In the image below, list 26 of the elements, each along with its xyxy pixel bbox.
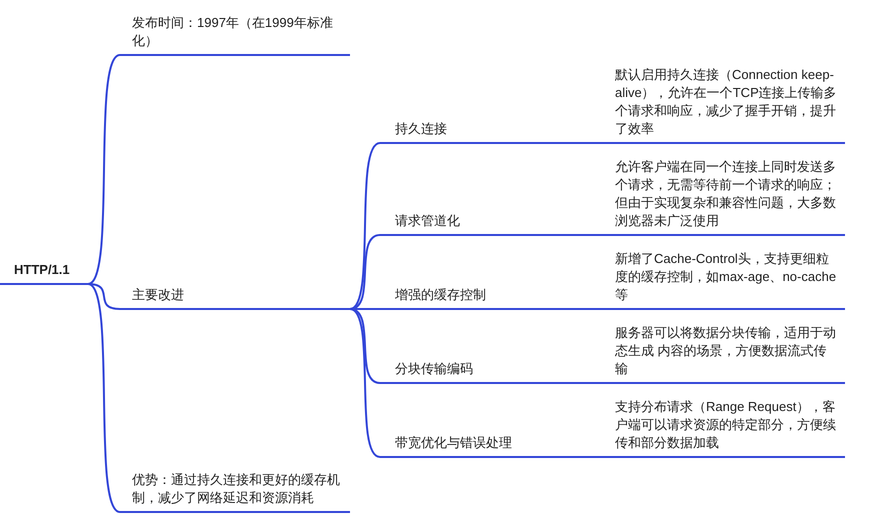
connector-line: [87, 283, 121, 513]
connector-line: [88, 283, 120, 310]
topic-label: 默认启用持久连接（Connection keep-alive），允许在一个TCP连接上传输多个请求和响应，减少了握手开销，提升了效率: [605, 58, 845, 144]
topic-label: 主要改进: [120, 282, 350, 310]
topic-label: 服务器可以将数据分块传输，适用于动态生成 内容的场景，方便数据流式传输: [605, 312, 845, 384]
connector-line: [350, 142, 380, 310]
topic-label: 请求管道化: [380, 207, 585, 236]
topic-label: 允许客户端在同一个连接上同时发送多个请求，无需等待前一个请求的响应；但由于实现复杂和兼容性问题，大多数浏览器未广泛使用: [605, 150, 845, 236]
connector-line: [350, 308, 380, 384]
topic-label: 分块传输编码: [380, 355, 585, 384]
topic-label: 发布时间：1997年（在1999年标准化）: [120, 10, 350, 56]
connector-line: [585, 142, 605, 144]
connector-line: [585, 382, 605, 384]
topic-label: 增强的缓存控制: [380, 281, 585, 310]
topic-label: 优势：通过持久连接和更好的缓存机制，减少了网络延迟和资源消耗: [120, 466, 350, 513]
connector-line: [350, 308, 380, 458]
connector-line: [585, 308, 605, 310]
connector-line: [87, 54, 121, 285]
topic-label: 带宽优化与错误处理: [380, 429, 585, 458]
connector-line: [585, 234, 605, 236]
root-topic: HTTP/1.1: [0, 253, 88, 285]
connector-line: [350, 234, 380, 310]
connector-line: [585, 456, 605, 458]
topic-label: 支持分布请求（Range Request），客户端可以请求资源的特定部分，方便续传和部分数据加载: [605, 386, 845, 458]
topic-label: 新增了Cache-Control头，支持更细粒度的缓存控制，如max-age、no-cache等: [605, 238, 845, 310]
topic-label: 持久连接: [380, 115, 585, 144]
